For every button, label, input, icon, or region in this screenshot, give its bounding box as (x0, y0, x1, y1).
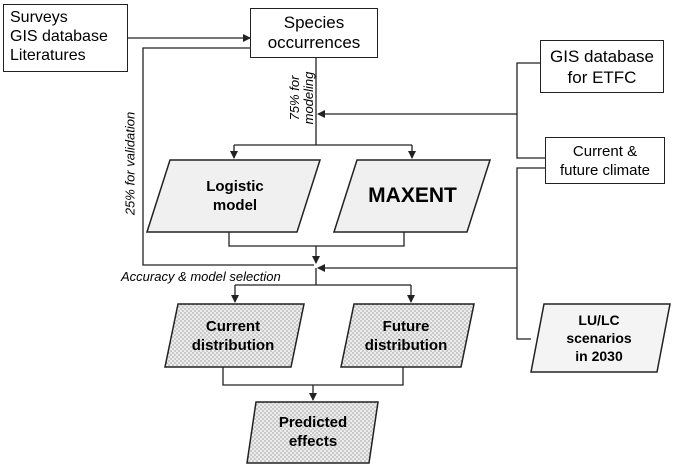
logistic-model-line2: model (212, 197, 258, 214)
predicted-effects-line2: effects (288, 433, 338, 450)
connector-climate-bracket (516, 167, 545, 340)
future-distribution-line2: distribution (364, 337, 448, 354)
lulc-scenarios-label: LU/LC scenarios in 2030 (535, 308, 663, 368)
current-distribution-label: Current distribution (168, 310, 298, 362)
connector-distributions-merge (222, 367, 404, 386)
climate-line2: future climate (559, 161, 651, 179)
future-distribution-line1: Future (382, 318, 430, 335)
current-distribution-shape (164, 303, 305, 368)
predicted-effects-label: Predicted effects (250, 406, 376, 458)
gis-etfc-line1: GIS database (550, 46, 654, 66)
input-sources-box: Surveys GIS database Literatures (3, 4, 128, 72)
connector-gis-bracket (516, 62, 545, 159)
species-occurrences-box: Species occurrences (250, 8, 378, 58)
maxent-shape (332, 159, 492, 233)
connector-validation (142, 47, 314, 266)
lulc-scenarios-shape (530, 303, 671, 373)
modeling-split-line1: 75% for (287, 75, 302, 121)
gis-etfc-line2: for ETFC (567, 67, 637, 87)
climate-line1: Current & (572, 142, 638, 160)
current-distribution-line2: distribution (191, 337, 275, 354)
current-distribution-line1: Current (205, 318, 261, 335)
modeling-split-line2: modeling (301, 71, 316, 125)
predicted-effects-line1: Predicted (278, 414, 348, 431)
modeling-split-label: 75% for modeling (287, 58, 316, 138)
gis-etfc-box: GIS database for ETFC (540, 40, 664, 93)
accuracy-model-selection-label: Accuracy & model selection (121, 269, 281, 284)
lulc-line1: LU/LC (578, 312, 620, 328)
input-gis-database: GIS database (10, 28, 108, 45)
species-occurrences-line2: occurrences (267, 33, 361, 52)
logistic-model-line1: Logistic (206, 178, 264, 195)
predicted-effects-shape (246, 401, 379, 464)
connector-models-merge (228, 232, 405, 247)
future-distribution-shape (340, 303, 475, 368)
maxent-label: MAXENT (368, 184, 457, 207)
validation-split-label: 25% for validation (122, 111, 138, 216)
climate-box: Current & future climate (545, 137, 665, 184)
lulc-line2: scenarios (566, 330, 632, 346)
future-distribution-label: Future distribution (343, 310, 469, 362)
input-literatures: Literatures (10, 47, 86, 64)
logistic-model-shape (145, 159, 322, 233)
logistic-model-label: Logistic model (160, 170, 310, 222)
input-surveys: Surveys (10, 9, 68, 26)
lulc-line3: in 2030 (575, 348, 623, 364)
species-occurrences-line1: Species (283, 13, 345, 32)
